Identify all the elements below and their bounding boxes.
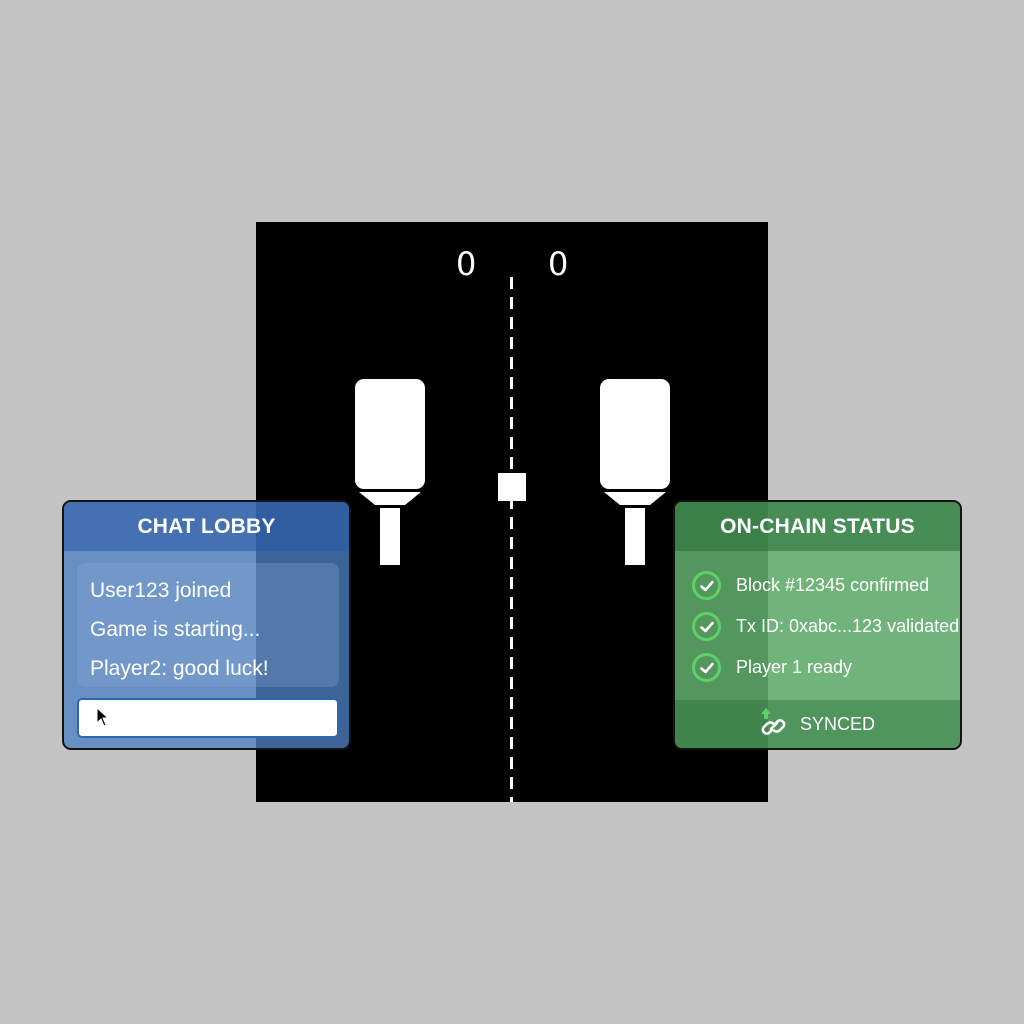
score-right: 0 [548, 245, 569, 283]
status-item: Tx ID: 0xabc...123 validated [675, 606, 960, 647]
chat-lobby-title: CHAT LOBBY [64, 502, 349, 551]
chat-message-list[interactable]: User123 joined Game is starting... Playe… [77, 563, 339, 687]
ball [498, 473, 526, 501]
check-circle-icon [692, 612, 721, 641]
sync-status-label: SYNCED [799, 713, 875, 734]
center-net [510, 277, 513, 802]
score-left: 0 [456, 245, 477, 283]
paddle-icon [600, 379, 670, 565]
status-list: Block #12345 confirmed Tx ID: 0xabc...12… [675, 551, 960, 688]
status-item: Block #12345 confirmed [675, 565, 960, 606]
status-text: Tx ID: 0xabc...123 validated [736, 616, 960, 636]
chat-message: Player2: good luck! [90, 657, 269, 680]
chat-lobby-panel: CHAT LOBBY User123 joined Game is starti… [62, 500, 351, 750]
on-chain-status-title: ON-CHAIN STATUS [675, 502, 960, 551]
status-item: Player 1 ready [675, 647, 960, 688]
status-text: Player 1 ready [736, 657, 853, 677]
chain-link-sync-icon [760, 708, 786, 735]
left-paddle[interactable] [355, 379, 425, 565]
paddle-icon [355, 379, 425, 565]
chat-message: Game is starting... [90, 618, 261, 641]
chat-message: User123 joined [90, 579, 232, 602]
sync-status: SYNCED [675, 700, 960, 748]
right-paddle[interactable] [600, 379, 670, 565]
on-chain-status-panel: ON-CHAIN STATUS Block #12345 confirmed T… [673, 500, 962, 750]
check-circle-icon [692, 571, 721, 600]
chat-input[interactable] [77, 698, 339, 738]
check-circle-icon [692, 653, 721, 682]
status-text: Block #12345 confirmed [736, 575, 930, 595]
